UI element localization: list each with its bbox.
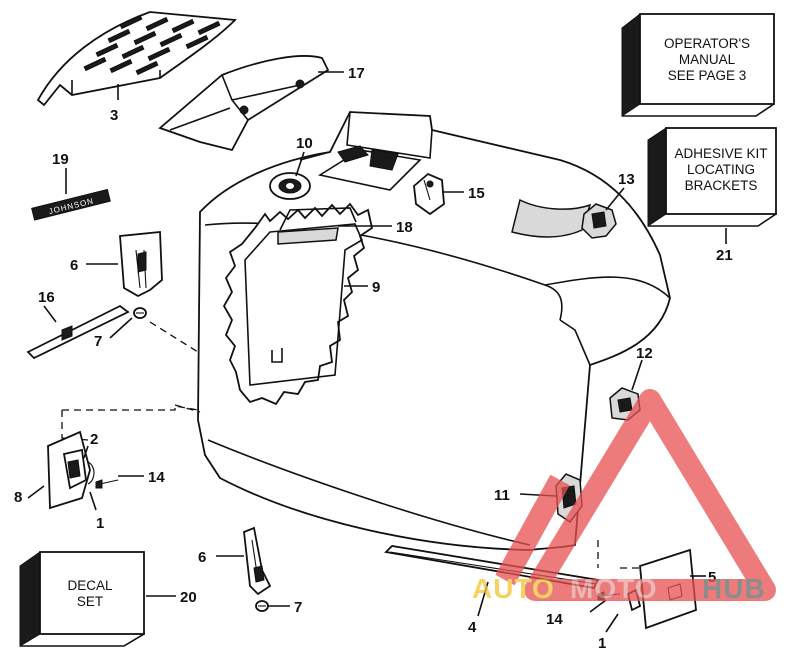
decal-set-line-2: SET [77,594,103,609]
adhesive-kit-box: ADHESIVE KIT LOCATING BRACKETS [647,127,777,227]
callout-11: 11 [494,487,510,504]
part-7-screw-lower [255,600,269,612]
watermark-hub: HUB [702,573,766,604]
watermark-moto: MOTO [570,573,657,604]
decal-set-line-1: DECAL [67,578,113,593]
callout-14-left: 14 [148,469,165,486]
callout-3: 3 [110,107,118,124]
callout-1-right: 1 [598,635,606,650]
decal-set-box: DECAL SET [19,551,145,647]
callout-20: 20 [180,589,197,606]
callout-12: 12 [636,345,653,362]
operators-manual-line-3: SEE PAGE 3 [668,68,747,83]
callout-numbers: 3 17 19 6 16 7 10 15 13 18 9 12 11 14 2 … [14,65,733,652]
callout-13: 13 [618,171,635,188]
callout-4: 4 [468,619,477,636]
part-7-screw-upper [133,307,147,319]
part-3-grille [36,11,237,107]
cutaway-panel [222,202,374,406]
watermark-auto: AUTO [472,573,555,604]
callout-16: 16 [38,289,55,306]
operators-manual-line-1: OPERATOR'S [664,36,750,51]
callout-14-right: 14 [546,611,563,628]
callout-1-left: 1 [96,515,104,532]
watermark-logo [495,389,776,601]
callout-7-lower: 7 [294,599,302,616]
callout-2: 2 [90,431,98,448]
part-13-bracket [581,203,617,239]
callout-8: 8 [14,489,22,506]
operators-manual-box: OPERATOR'S MANUAL SEE PAGE 3 [621,12,775,117]
callout-18: 18 [396,219,413,236]
callout-17: 17 [348,65,365,82]
part-8-latch-plate [47,430,95,510]
operators-manual-line-2: MANUAL [679,52,736,67]
callout-6-upper: 6 [70,257,78,274]
adhesive-kit-line-1: ADHESIVE KIT [674,146,767,161]
part-6-plate-upper [119,231,163,298]
part-15-latch [413,172,445,216]
part-6-plate-lower [243,526,272,596]
callout-7-upper: 7 [94,333,102,350]
part-17-intake [158,55,330,152]
callout-9: 9 [372,279,380,296]
callout-6-lower: 6 [198,549,206,566]
leader-lines [27,71,727,633]
part-19-decal: JOHNSON [31,188,111,221]
watermark: AUTO MOTO HUB [472,389,776,604]
callout-19: 19 [52,151,69,168]
callout-5: 5 [708,569,716,586]
part-14-screw-left [95,479,119,489]
part-16-strip [26,304,130,360]
adhesive-kit-line-2: LOCATING [687,162,755,177]
part-10-grommet [269,172,311,200]
callout-10: 10 [296,135,313,152]
callout-21: 21 [716,247,733,264]
callout-15: 15 [468,185,485,202]
adhesive-kit-line-3: BRACKETS [685,178,758,193]
